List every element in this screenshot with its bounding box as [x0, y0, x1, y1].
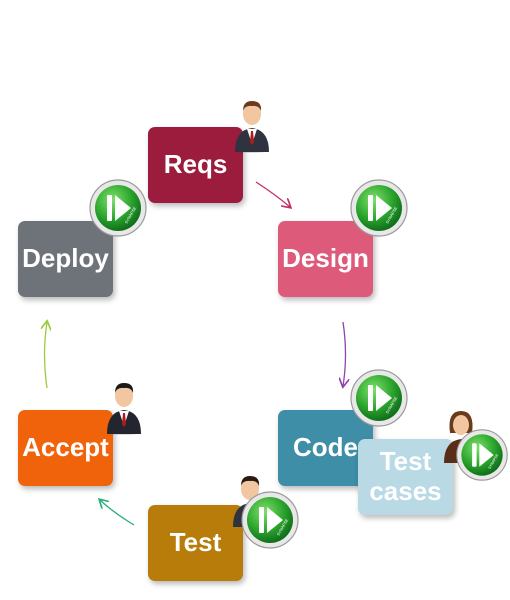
step-reqs-label: Reqs — [163, 149, 228, 180]
arrow-accept-to-deploy — [45, 322, 48, 389]
arrow-design-to-code — [343, 321, 346, 386]
step-accept-label: Accept — [22, 432, 109, 463]
step-reqs[interactable]: Reqs — [148, 127, 243, 203]
step-accept[interactable]: Accept — [18, 410, 113, 486]
step-test-cases-line2: cases — [369, 476, 442, 506]
arrow-test-to-accept — [100, 500, 135, 526]
step-deploy[interactable]: Deploy — [18, 221, 113, 297]
step-deploy-label: Deploy — [22, 243, 109, 274]
step-code-label: Code — [293, 432, 358, 463]
person-reqs-icon — [235, 101, 269, 153]
step-test-label: Test — [169, 527, 222, 558]
step-code[interactable]: Code — [278, 410, 373, 486]
arrow-reqs-to-design — [255, 181, 290, 207]
play-badge-design-icon: SYNAPSE — [350, 179, 408, 237]
step-test-cases[interactable]: Test cases — [358, 439, 453, 515]
step-test-cases-line1: Test — [379, 446, 432, 477]
play-badge-test-cases-icon: SYNAPSE — [456, 429, 508, 481]
play-badge-test-icon: SYNAPSE — [241, 491, 299, 549]
person-accept-icon — [107, 383, 141, 435]
step-design[interactable]: Design — [278, 221, 373, 297]
play-badge-deploy-icon: SYNAPSE — [89, 179, 147, 237]
step-design-label: Design — [282, 243, 369, 274]
step-test[interactable]: Test — [148, 505, 243, 581]
play-badge-code-icon: SYNAPSE — [350, 369, 408, 427]
